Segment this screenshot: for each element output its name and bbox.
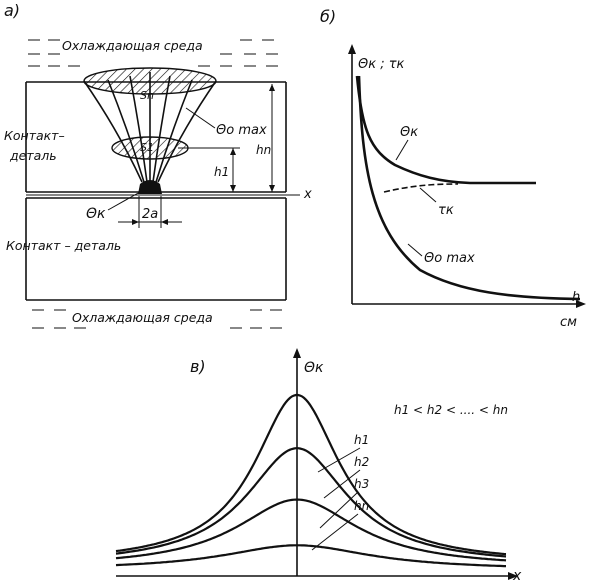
theta-k-leader: [107, 191, 141, 211]
coolant-bottom-label: Охлаждающая среда: [72, 310, 213, 325]
upper-part-label-line2: деталь: [9, 148, 57, 163]
h1-label: h1: [214, 165, 229, 179]
panel-b: б) Θк ; τк h см Θк τк Θo max: [320, 7, 586, 330]
upper-part-label-line1: Контакт–: [4, 128, 65, 143]
panel-c-y-label: Θк: [304, 360, 324, 376]
panel-c-x-arrow: [508, 572, 518, 580]
curve-tau-k: [383, 183, 459, 193]
lower-part-label: Контакт – деталь: [6, 238, 121, 253]
curve-label-hn: hn: [354, 499, 369, 513]
bell-curves: [115, 393, 507, 568]
panel-c-relation: h1 < h2 < .... < hn: [394, 403, 508, 417]
theta-o-max-leader: [185, 107, 216, 129]
curve-tau-k-label: τк: [438, 203, 454, 218]
theta-k-label: Θк: [86, 206, 106, 222]
curve-tau-k-leader: [419, 187, 437, 203]
panel-a-x-label: x: [303, 187, 312, 202]
panel-b-y-arrow: [348, 44, 356, 54]
leader-hn: [311, 513, 359, 551]
bell-curve-h1: [115, 393, 507, 556]
bell-curve-h3: [115, 498, 507, 562]
contact-spot: [138, 180, 162, 194]
curve-theta-k-leader: [395, 139, 409, 161]
current-flow-lines: [83, 72, 217, 183]
curve-theta-k-label: Θк: [400, 125, 418, 140]
panel-c-y-arrow: [293, 348, 301, 358]
curve-theta-k: [355, 75, 536, 185]
panel-c-label: в): [190, 357, 206, 376]
coolant-top-label: Охлаждающая среда: [62, 38, 203, 53]
panel-a-label: а): [4, 1, 20, 20]
curve-theta-o-max-leader: [407, 243, 423, 257]
curve-label-h3: h3: [354, 477, 369, 491]
theta-o-max-label: Θo max: [216, 123, 267, 138]
curve-label-h2: h2: [354, 455, 369, 469]
panel-a: а) Охлаждающая среда x Sn S1: [4, 1, 312, 329]
leader-h3: [319, 491, 359, 529]
hn-label: hn: [256, 143, 271, 157]
panel-c: в) Θк x h1 < h2 < .... < hn h1 h2 h3 hn: [115, 348, 522, 582]
panel-c-x-label: x: [512, 568, 522, 582]
curve-theta-o-max: [357, 75, 581, 301]
panel-b-y-label: Θк ; τк: [358, 57, 405, 72]
curve-theta-o-max-label: Θo max: [424, 251, 475, 266]
sn-label: Sn: [140, 89, 154, 102]
curve-label-h1: h1: [354, 433, 369, 447]
bell-curve-h2: [115, 447, 507, 558]
leader-h2: [323, 469, 361, 499]
panel-b-label: б): [320, 7, 336, 26]
width-label: 2a: [142, 207, 158, 222]
coolant-dashes-top: [28, 39, 278, 67]
panel-b-x-label-top: h: [572, 290, 580, 305]
bell-curve-hn: [115, 544, 506, 568]
panel-b-x-arrow: [576, 300, 586, 308]
coolant-dashes-bottom: [32, 309, 282, 329]
panel-b-x-label-bottom: см: [560, 315, 577, 330]
leader-h1: [317, 447, 361, 473]
